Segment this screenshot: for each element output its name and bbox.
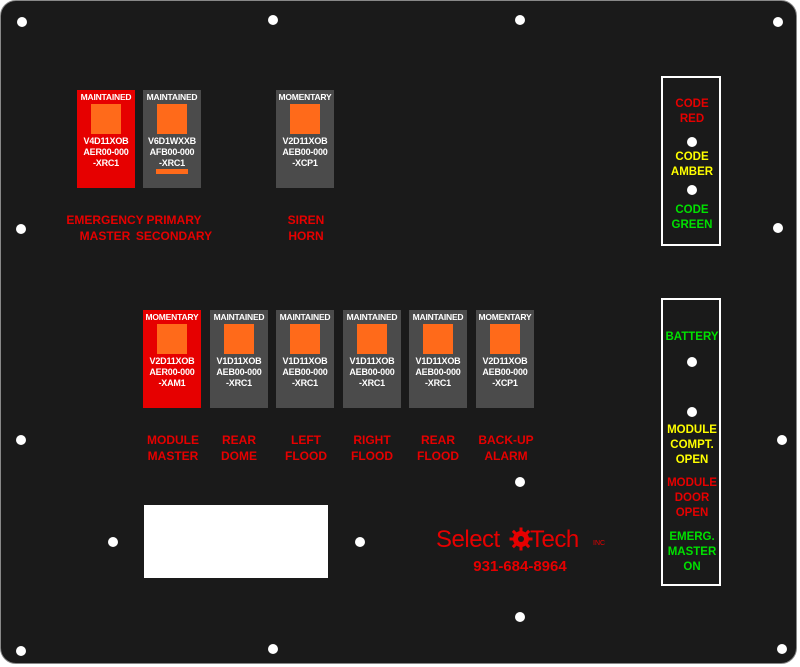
mounting-hole (268, 15, 278, 25)
module-compt-indicator-light (687, 407, 697, 417)
battery-indicator-light (687, 357, 697, 367)
logo-text-select: Select (436, 526, 500, 553)
gear-icon (509, 527, 533, 551)
mounting-hole (16, 435, 26, 445)
switch-type-label: MOMENTARY (478, 312, 532, 322)
switch-type-label: MOMENTARY (145, 312, 199, 322)
switch-type-label: MAINTAINED (346, 312, 398, 322)
code-red-indicator-light (687, 137, 697, 147)
mounting-hole (777, 435, 787, 445)
mounting-hole (16, 224, 26, 234)
mounting-hole (108, 537, 118, 547)
mounting-hole (515, 612, 525, 622)
mounting-hole (17, 17, 27, 27)
switch-lens (290, 104, 320, 134)
mounting-hole (16, 646, 26, 656)
display-window (144, 505, 328, 578)
switch-lens (357, 324, 387, 354)
switch-lens (157, 104, 187, 134)
logo-text-tech: Tech (530, 526, 579, 553)
switch-lens (224, 324, 254, 354)
battery-label: BATTERY (665, 331, 719, 343)
switch-lens (423, 324, 453, 354)
code-indicator-frame (661, 76, 721, 246)
switch-type-label: MAINTAINED (146, 92, 198, 102)
mounting-hole (515, 15, 525, 25)
switch-lens (290, 324, 320, 354)
switch-lens (157, 324, 187, 354)
switch-type-label: MAINTAINED (80, 92, 132, 102)
switch-type-label: MAINTAINED (279, 312, 331, 322)
mounting-hole (268, 644, 278, 654)
status-indicator-frame (661, 298, 721, 586)
logo-inc: INC (593, 540, 606, 547)
mounting-hole (773, 17, 783, 27)
switch-type-label: MAINTAINED (213, 312, 265, 322)
switch-lens (490, 324, 520, 354)
switch-indicator-bar (156, 169, 188, 174)
switch-type-label: MOMENTARY (278, 92, 332, 102)
mounting-hole (355, 537, 365, 547)
mounting-hole (773, 223, 783, 233)
mounting-hole (777, 644, 787, 654)
switch-type-label: MAINTAINED (412, 312, 464, 322)
switch-lens (91, 104, 121, 134)
phone-number: 931-684-8964 (473, 558, 567, 575)
code-amber-indicator-light (687, 185, 697, 195)
selecttech-logo: Select Tech INC (436, 526, 616, 556)
mounting-hole (515, 477, 525, 487)
